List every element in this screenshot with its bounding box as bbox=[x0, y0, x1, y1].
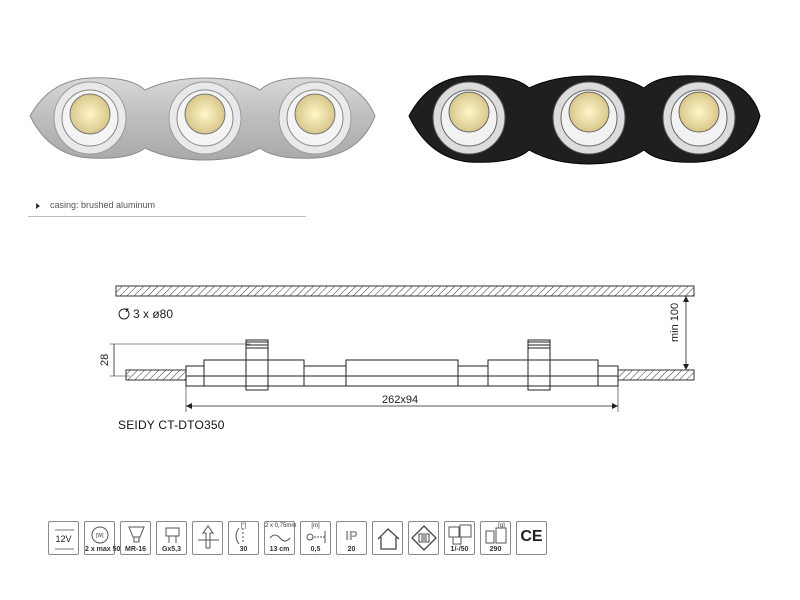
cable-icon: 2 x 0,75mm 13 cm bbox=[264, 521, 297, 555]
spec-icons-row: 12V [W] 2 x max 50 MR-16 Gx5,3 [°] 30 2 … bbox=[48, 521, 547, 557]
mounting-direction-icon bbox=[192, 521, 223, 555]
product-image-aluminium bbox=[29, 77, 376, 161]
casing-note: casing: brushed aluminum bbox=[28, 200, 306, 217]
casing-note-text: casing: brushed aluminum bbox=[50, 200, 156, 210]
ip-rating-icon: IP 20 bbox=[336, 521, 367, 555]
packaging-icon: 1/-/50 bbox=[444, 521, 475, 555]
hole-size-icon bbox=[118, 308, 130, 320]
suspended-ceiling-right bbox=[615, 369, 695, 381]
distance-icon: [m] 0,5 bbox=[300, 521, 331, 555]
cutout-dimension: 262x94 bbox=[382, 394, 418, 406]
hole-size-text: 3 x ø80 bbox=[133, 307, 173, 321]
lamp-power-icon: [W] 2 x max 50 bbox=[84, 521, 120, 555]
model-name: SEIDY CT-DTO350 bbox=[118, 418, 225, 432]
voltage-icon: 12V bbox=[48, 521, 79, 555]
technical-drawing: 28 262x94 min 100 3 x ø80 bbox=[99, 285, 695, 412]
bulb-type-icon: MR-16 bbox=[120, 521, 151, 555]
product-image-black bbox=[408, 75, 761, 165]
clearance-dimension: min 100 bbox=[669, 303, 681, 342]
tilt-angle-icon: [°] 30 bbox=[228, 521, 259, 555]
weight-icon: [g] 290 bbox=[480, 521, 511, 555]
fixture-body bbox=[185, 339, 619, 391]
ceiling-slab bbox=[115, 285, 695, 297]
svg-text:[W]: [W] bbox=[96, 533, 104, 539]
height-dimension: 28 bbox=[99, 354, 111, 366]
socket-icon: Gx5,3 bbox=[156, 521, 187, 555]
indoor-use-icon bbox=[372, 521, 403, 555]
ce-mark-icon: CE bbox=[516, 521, 547, 555]
protection-class-icon bbox=[408, 521, 439, 555]
bullet-arrow-icon bbox=[36, 203, 40, 209]
